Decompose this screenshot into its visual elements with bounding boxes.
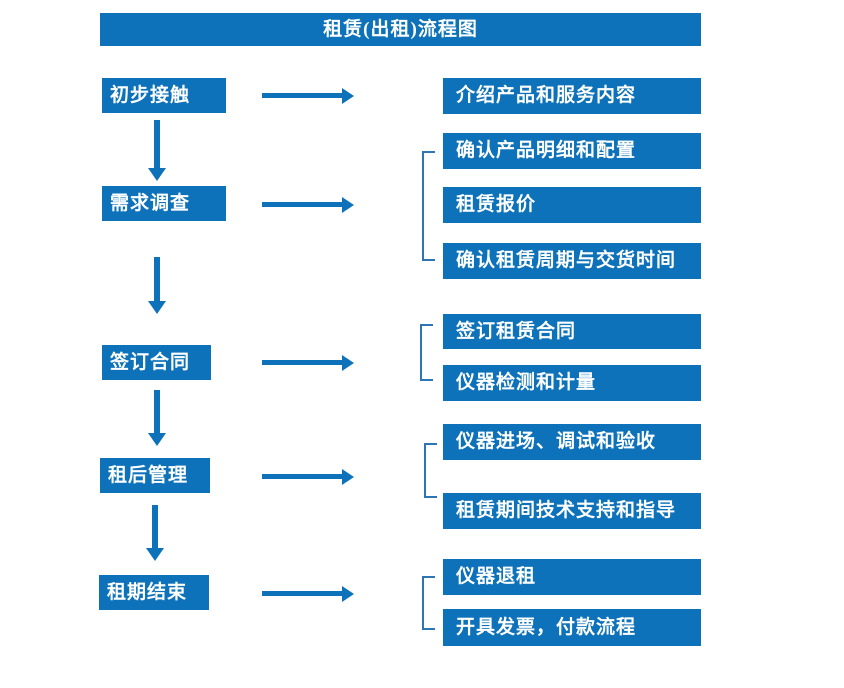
arrow-right-icon	[262, 468, 354, 485]
arrow-right-icon	[262, 354, 354, 371]
group-bracket-icon	[420, 324, 433, 381]
flowchart-title: 租赁(出租)流程图	[100, 13, 701, 46]
output-box-confirm-period: 确认租赁周期与交货时间	[443, 243, 701, 279]
group-bracket-icon	[422, 576, 435, 630]
group-bracket-icon	[422, 151, 435, 261]
stage-box-initial-contact: 初步接触	[102, 78, 226, 113]
output-box-tech-support: 租赁期间技术支持和指导	[443, 493, 701, 529]
stage-box-rental-end: 租期结束	[99, 575, 209, 610]
output-box-instrument-return: 仪器退租	[443, 559, 701, 595]
arrow-right-icon	[262, 585, 354, 602]
stage-box-sign-contract: 签订合同	[102, 345, 211, 380]
output-box-confirm-details: 确认产品明细和配置	[443, 133, 701, 169]
arrow-right-icon	[262, 87, 354, 104]
output-box-invoice-payment: 开具发票，付款流程	[443, 609, 701, 646]
output-box-rental-quote: 租赁报价	[443, 187, 701, 223]
arrow-down-icon	[148, 120, 166, 181]
stage-box-demand-survey: 需求调查	[102, 186, 226, 221]
arrow-right-icon	[262, 196, 354, 213]
arrow-down-icon	[148, 257, 166, 314]
output-box-instrument-testing: 仪器检测和计量	[443, 365, 701, 401]
output-box-introduce-products: 介绍产品和服务内容	[443, 78, 701, 114]
arrow-down-icon	[148, 390, 166, 446]
arrow-down-icon	[146, 505, 164, 561]
group-bracket-icon	[424, 443, 437, 498]
output-box-sign-rental-contract: 签订租赁合同	[443, 314, 701, 349]
stage-box-post-rental-management: 租后管理	[100, 458, 210, 493]
output-box-instrument-setup: 仪器进场、调试和验收	[443, 424, 701, 460]
